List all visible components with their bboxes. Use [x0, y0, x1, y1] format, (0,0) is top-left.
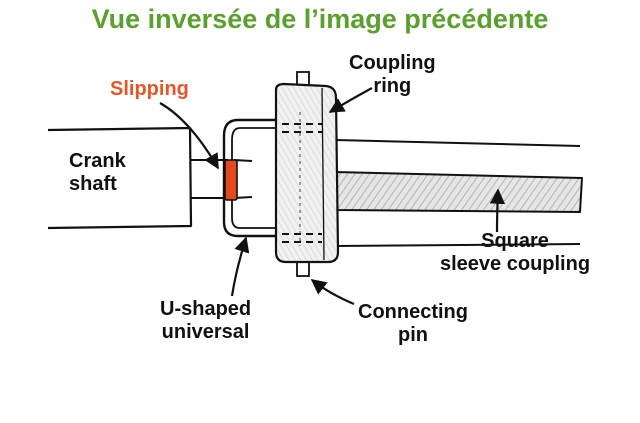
coupling-ring [274, 82, 340, 264]
label-slipping: Slipping [110, 78, 189, 101]
label-pin-line-2: pin [398, 324, 428, 346]
label-crank-line-1: Crank [69, 150, 126, 172]
diagram-title: Vue inversée de l’image précédente [91, 4, 549, 34]
arrow-slipping [159, 102, 219, 170]
arrow-coupling-ring [328, 87, 373, 113]
label-coupling-line-1: Coupling [349, 52, 436, 74]
arrow-connecting-pin [310, 279, 355, 306]
label-square-line-1: Square [481, 230, 549, 252]
square-sleeve-shaft [334, 139, 583, 247]
label-coupling-line-2: ring [373, 75, 412, 97]
label-crank-line-2: shaft [69, 173, 117, 195]
label-square-line-2: sleeve coupling [440, 253, 591, 275]
label-pin-line-1: Connecting [358, 301, 468, 323]
arrow-u-shaped [230, 236, 250, 297]
label-ushaped-line-2: universal [161, 321, 250, 343]
label-slipping-text: Slipping [110, 78, 189, 100]
arrow-square-sleeve [489, 188, 506, 233]
label-coupling-ring: Coupling ring [349, 52, 436, 98]
label-square-sleeve: Square sleeve coupling [440, 230, 590, 276]
label-u-shaped-universal: U-shaped universal [160, 298, 251, 344]
label-crank-shaft: Crank shaft [69, 150, 126, 196]
label-ushaped-line-1: U-shaped [160, 298, 252, 320]
slipping-band [224, 159, 238, 201]
leader-arrows [159, 87, 506, 306]
crank-shaft-block [47, 126, 193, 230]
stub-shaft [190, 159, 253, 199]
label-connecting-pin: Connecting pin [358, 301, 468, 347]
